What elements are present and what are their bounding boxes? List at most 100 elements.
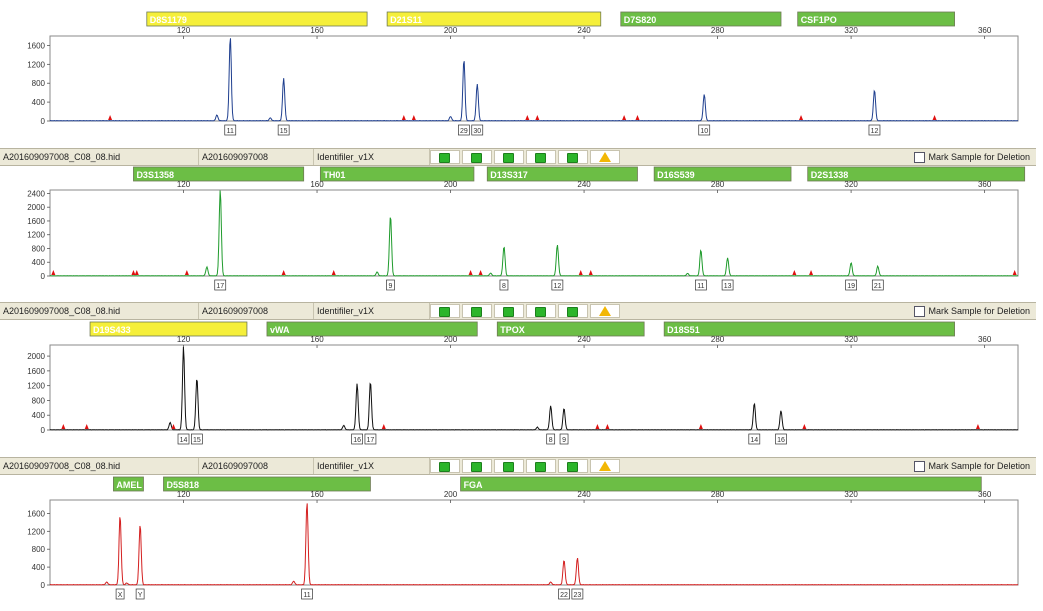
qc-flag[interactable]: [526, 150, 556, 164]
qc-pass-icon: [535, 307, 546, 317]
allele-call-box: [458, 124, 470, 136]
locus-bin: [620, 11, 782, 27]
qc-flag[interactable]: [462, 304, 492, 318]
artifact-marker: [478, 270, 483, 275]
qc-pass-icon: [567, 462, 578, 472]
qc-flag[interactable]: [494, 459, 524, 473]
qc-pass-icon: [439, 307, 450, 317]
x-tick-label: 320: [844, 490, 858, 499]
qc-flag[interactable]: [526, 304, 556, 318]
allele-call-box: [499, 279, 509, 291]
allele-call-box: [191, 433, 203, 445]
artifact-marker: [799, 115, 804, 120]
locus-label: TPOX: [500, 325, 525, 335]
panel-name: Identifiler_v1X: [314, 303, 430, 319]
qc-flag[interactable]: [430, 459, 460, 473]
qc-flag[interactable]: [430, 304, 460, 318]
y-tick-label: 400: [32, 411, 46, 420]
signal-trace: [49, 38, 1019, 122]
allele-call-label: 15: [280, 128, 288, 135]
qc-flag[interactable]: [526, 459, 556, 473]
qc-pass-icon: [471, 462, 482, 472]
allele-call-box: [277, 124, 290, 136]
qc-pass-icon: [567, 153, 578, 163]
locus-bin: [663, 321, 955, 337]
allele-call-box: [775, 433, 787, 445]
locus-label: D16S539: [657, 170, 695, 180]
allele-call-box: [558, 588, 570, 600]
x-tick-label: 240: [577, 180, 591, 189]
qc-flag[interactable]: [430, 150, 460, 164]
qc-flag[interactable]: [590, 459, 620, 473]
artifact-marker: [605, 424, 610, 429]
qc-flag[interactable]: [590, 150, 620, 164]
artifact-marker: [468, 270, 473, 275]
mark-for-deletion[interactable]: Mark Sample for Deletion: [914, 303, 1030, 319]
artifact-marker: [578, 270, 583, 275]
allele-call-label: 16: [777, 437, 785, 444]
qc-flag[interactable]: [590, 304, 620, 318]
locus-label: vWA: [270, 325, 290, 335]
locus-bin: [653, 166, 792, 182]
allele-call-box: [214, 279, 227, 291]
qc-warning-icon: [599, 306, 611, 316]
qc-flag[interactable]: [494, 304, 524, 318]
artifact-marker: [975, 424, 980, 429]
locus-label: D18S51: [667, 325, 700, 335]
qc-pass-icon: [439, 153, 450, 163]
artifact-marker: [588, 270, 593, 275]
mark-deletion-checkbox[interactable]: [914, 461, 926, 473]
locus-label: TH01: [323, 170, 345, 180]
allele-call-label: 17: [216, 283, 224, 290]
y-tick-label: 1600: [27, 509, 45, 518]
qc-pass-icon: [471, 153, 482, 163]
qc-flag[interactable]: [558, 304, 588, 318]
allele-call-label: Y: [138, 592, 143, 599]
artifact-marker: [535, 115, 540, 120]
x-tick-label: 280: [711, 180, 725, 189]
locus-label: FGA: [464, 480, 483, 490]
qc-flag[interactable]: [558, 150, 588, 164]
x-tick-label: 360: [978, 26, 992, 35]
locus-label: CSF1PO: [801, 15, 837, 25]
allele-call-box: [695, 279, 707, 291]
y-tick-label: 2000: [27, 203, 45, 212]
allele-call-label: 30: [473, 128, 481, 135]
qc-pass-icon: [503, 307, 514, 317]
locus-label: D7S820: [624, 15, 657, 25]
allele-call-label: 23: [573, 592, 581, 599]
allele-call-box: [471, 124, 484, 136]
x-tick-label: 240: [577, 335, 591, 344]
mark-deletion-checkbox[interactable]: [914, 152, 926, 164]
y-tick-label: 1200: [27, 60, 45, 69]
allele-call-box: [868, 124, 881, 136]
y-tick-label: 2400: [27, 189, 45, 198]
allele-call-label: 22: [560, 592, 568, 599]
allele-call-label: 13: [724, 283, 732, 290]
artifact-marker: [331, 270, 336, 275]
artifact-marker: [184, 270, 189, 275]
mark-deletion-checkbox[interactable]: [914, 306, 926, 318]
allele-call-label: 17: [367, 437, 375, 444]
qc-warning-icon: [599, 152, 611, 162]
x-tick-label: 120: [177, 490, 191, 499]
mark-for-deletion[interactable]: Mark Sample for Deletion: [914, 458, 1030, 474]
artifact-marker: [792, 270, 797, 275]
qc-flag[interactable]: [462, 459, 492, 473]
allele-call-label: 9: [389, 283, 393, 290]
qc-flag[interactable]: [494, 150, 524, 164]
qc-flag[interactable]: [558, 459, 588, 473]
mark-for-deletion[interactable]: Mark Sample for Deletion: [914, 149, 1030, 165]
sample-file-name: A201609097008_C08_08.hid: [0, 303, 199, 319]
y-tick-label: 800: [32, 396, 46, 405]
x-tick-label: 240: [577, 26, 591, 35]
qc-flag[interactable]: [462, 150, 492, 164]
x-tick-label: 360: [978, 180, 992, 189]
y-tick-label: 1200: [27, 382, 45, 391]
x-tick-label: 160: [310, 180, 324, 189]
locus-bin: [797, 11, 955, 27]
allele-call-box: [698, 124, 711, 136]
x-tick-label: 200: [444, 26, 458, 35]
